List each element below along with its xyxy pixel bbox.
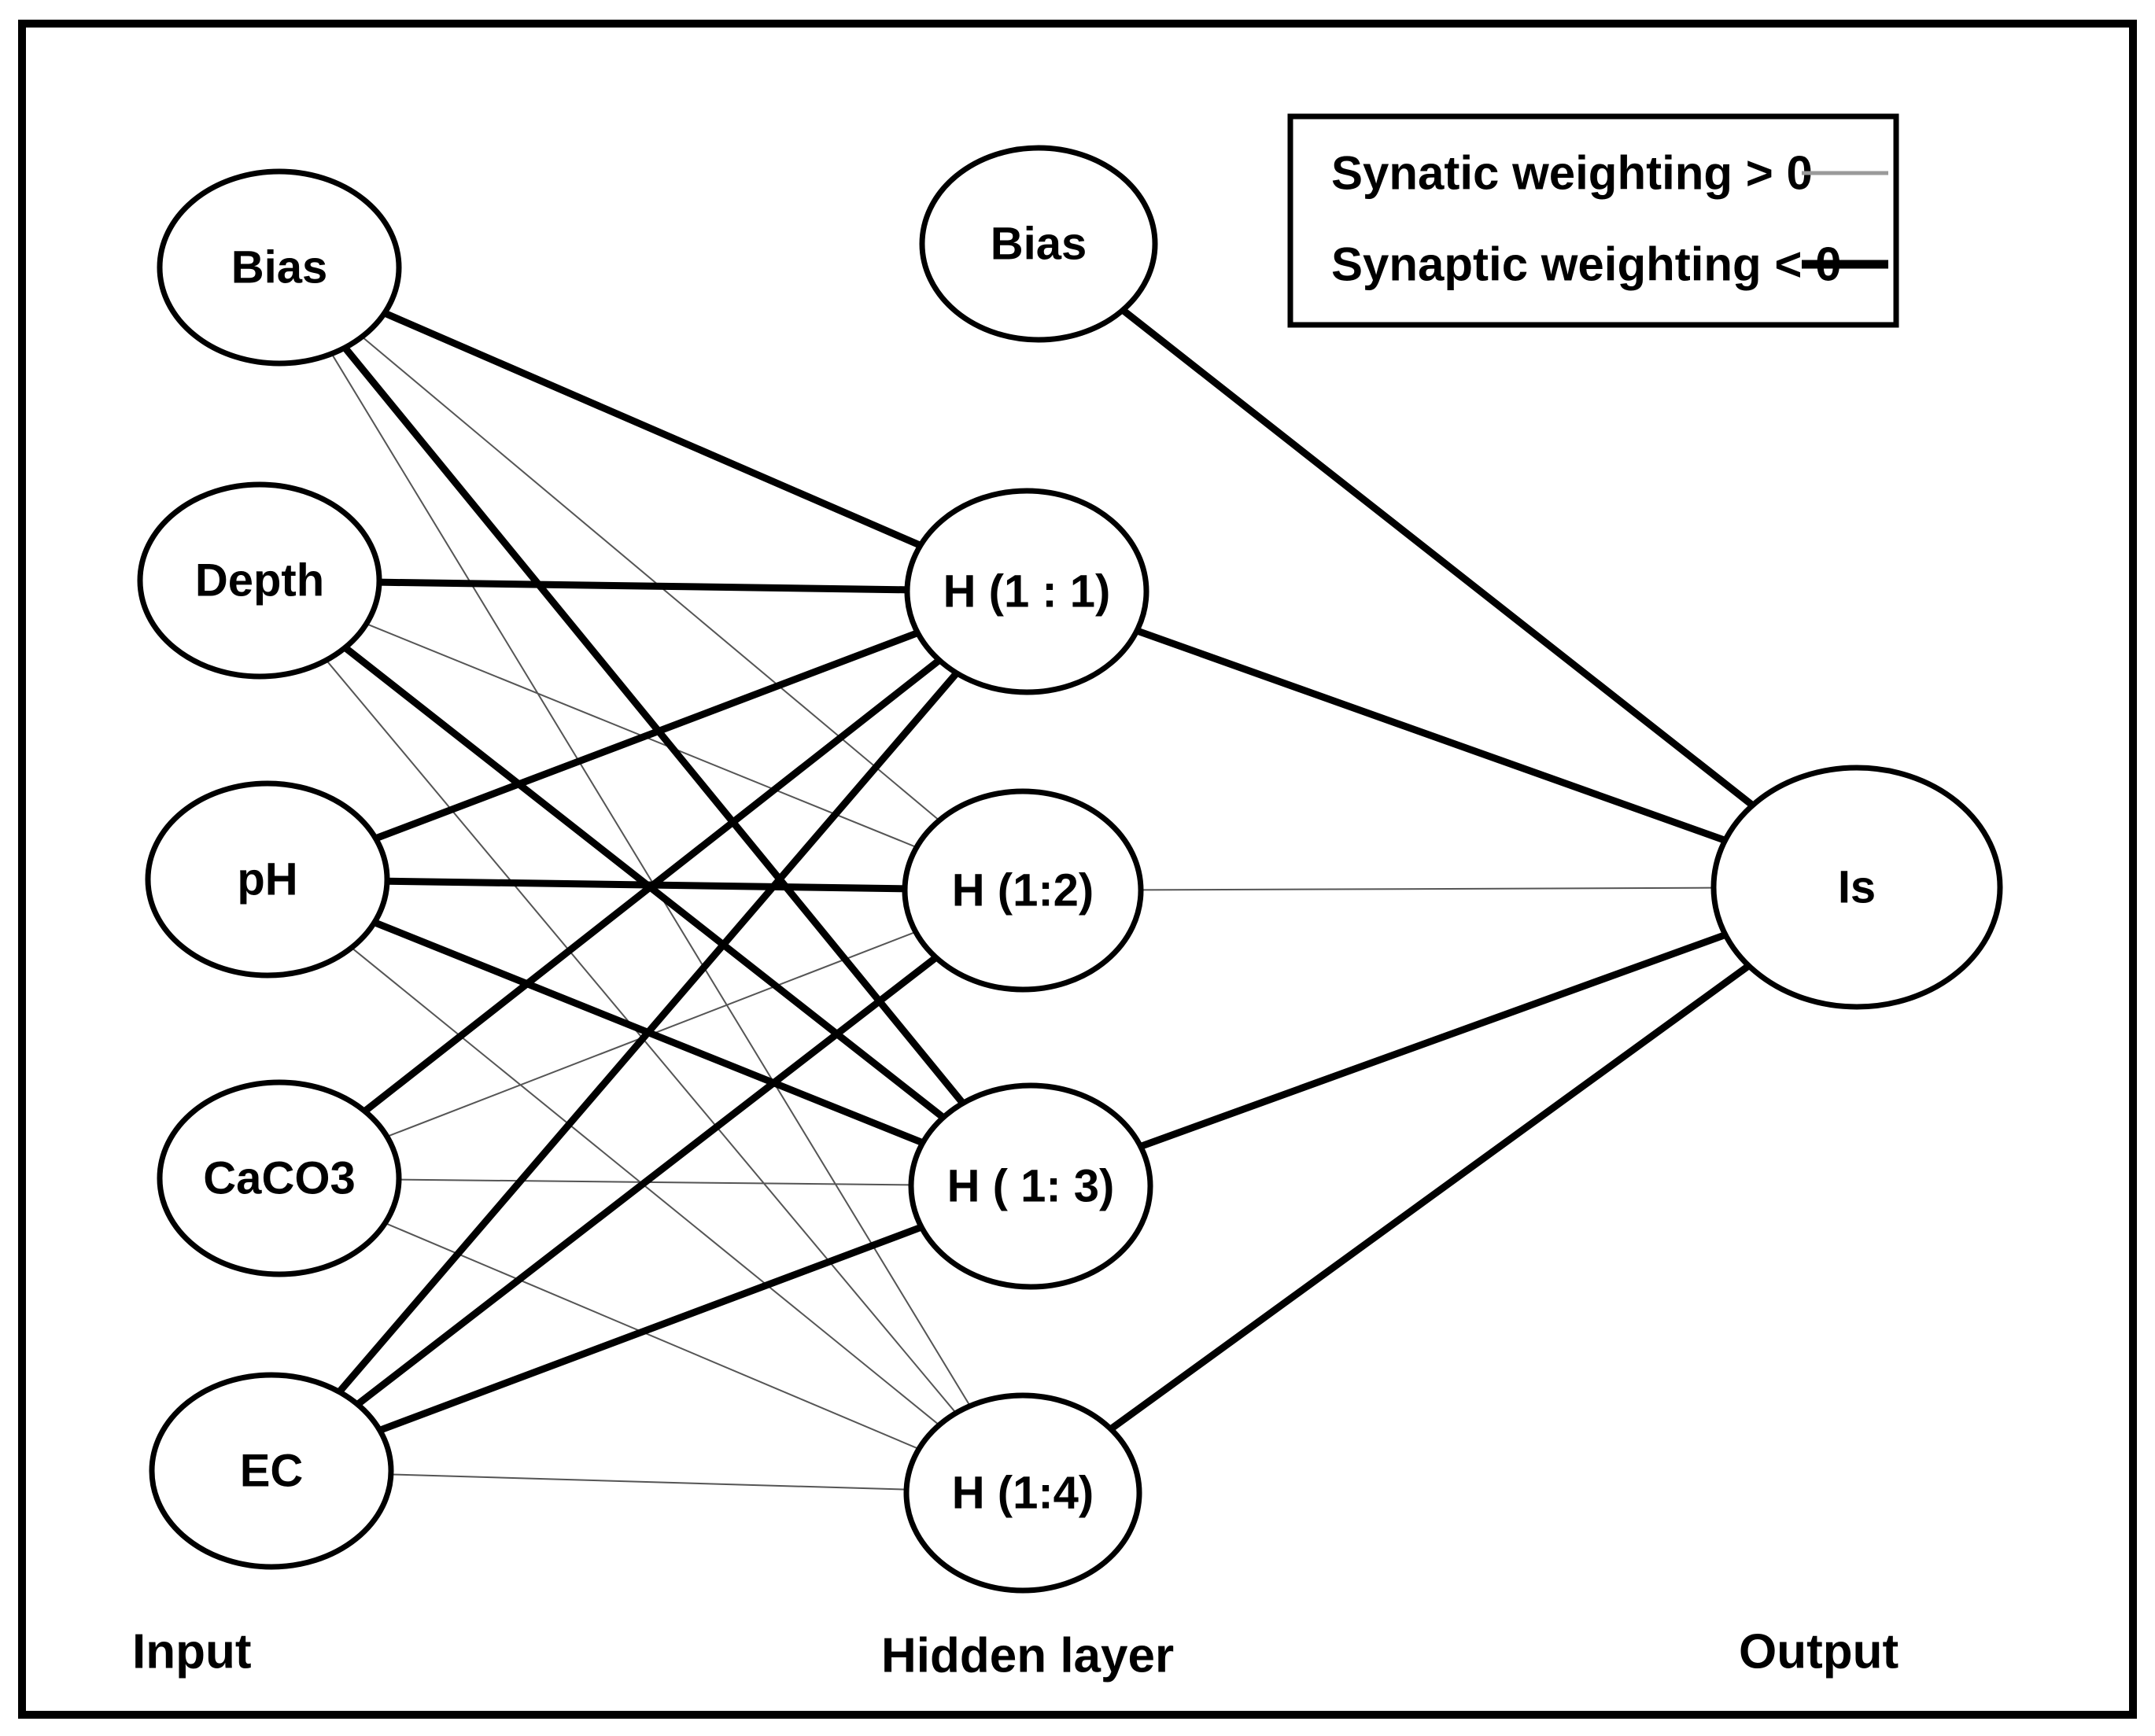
node-shape-in-bias bbox=[157, 168, 402, 367]
edge-in-bias-to-h11 bbox=[382, 309, 922, 549]
node-h14[interactable]: H (1:4) bbox=[903, 1392, 1142, 1594]
edge-in-ph-to-h11 bbox=[374, 629, 920, 842]
node-label-h14: H (1:4) bbox=[952, 1468, 1094, 1519]
node-shape-in-ph bbox=[145, 780, 390, 979]
node-shape-in-depth bbox=[137, 481, 382, 680]
node-label-h12: H (1:2) bbox=[952, 865, 1094, 916]
node-in-bias[interactable]: Bias bbox=[157, 168, 402, 367]
edge-h13-to-out-is bbox=[1139, 931, 1727, 1150]
edge-in-depth-to-h11 bbox=[378, 578, 908, 594]
node-in-ec[interactable]: EC bbox=[149, 1372, 394, 1570]
edge-in-bias-to-h14 bbox=[330, 353, 971, 1406]
node-label-h11: H (1 : 1) bbox=[943, 566, 1111, 617]
outer-frame bbox=[18, 20, 2137, 1719]
edge-in-bias-to-h12 bbox=[361, 336, 940, 821]
edge-h12-to-out-is bbox=[1140, 886, 1714, 891]
legend-label-positive: Synatic weighting > 0 bbox=[1331, 147, 1813, 200]
node-label-in-ph: pH bbox=[237, 854, 297, 905]
node-label-in-caco3: CaCO3 bbox=[203, 1153, 355, 1204]
edge-in-caco3-to-h11 bbox=[362, 657, 942, 1115]
node-label-in-depth: Depth bbox=[195, 555, 324, 606]
layer-label-hidden-layer: Hidden layer bbox=[881, 1629, 1174, 1683]
edge-h-bias-to-out-is bbox=[1120, 307, 1755, 809]
node-label-h13: H ( 1: 3) bbox=[947, 1161, 1115, 1212]
legend-box bbox=[1287, 113, 1899, 328]
node-h-bias[interactable]: Bias bbox=[919, 145, 1158, 343]
layer-label-output: Output bbox=[1739, 1625, 1899, 1679]
edge-in-ec-to-h12 bbox=[355, 954, 939, 1407]
edge-h11-to-out-is bbox=[1135, 627, 1727, 844]
node-out-is[interactable]: Is bbox=[1710, 765, 2003, 1010]
legend-group: Synatic weighting > 0 Synaptic weighting … bbox=[1287, 113, 1899, 328]
edge-in-bias-to-h13 bbox=[341, 345, 966, 1106]
node-shape-out-is bbox=[1710, 765, 2003, 1010]
node-shape-h-bias bbox=[919, 145, 1158, 343]
node-h12[interactable]: H (1:2) bbox=[902, 788, 1144, 993]
edge-in-ec-to-h14 bbox=[390, 1473, 907, 1491]
edge-in-ph-to-h12 bbox=[386, 877, 906, 893]
node-shape-h13 bbox=[908, 1082, 1153, 1290]
edges-group bbox=[325, 307, 1755, 1491]
node-in-caco3[interactable]: CaCO3 bbox=[157, 1079, 402, 1277]
node-shape-in-caco3 bbox=[157, 1079, 402, 1277]
layer-labels-group: Input Hidden layer Output bbox=[132, 1625, 1899, 1683]
edge-in-ec-to-h11 bbox=[336, 670, 960, 1395]
node-label-out-is: Is bbox=[1838, 862, 1876, 913]
node-in-depth[interactable]: Depth bbox=[137, 481, 382, 680]
layer-label-input: Input bbox=[132, 1625, 252, 1679]
node-h11[interactable]: H (1 : 1) bbox=[904, 488, 1149, 695]
edge-in-ec-to-h13 bbox=[378, 1223, 923, 1434]
node-shape-h11 bbox=[904, 488, 1149, 695]
node-shape-in-ec bbox=[149, 1372, 394, 1570]
node-shape-h14 bbox=[903, 1392, 1142, 1594]
edge-in-caco3-to-h14 bbox=[385, 1222, 920, 1450]
node-label-in-ec: EC bbox=[240, 1446, 304, 1497]
node-shape-h12 bbox=[902, 788, 1144, 993]
edge-in-caco3-to-h13 bbox=[398, 1178, 912, 1186]
node-in-ph[interactable]: pH bbox=[145, 780, 390, 979]
node-label-h-bias: Bias bbox=[991, 219, 1087, 270]
edge-h14-to-out-is bbox=[1109, 963, 1751, 1432]
node-h13[interactable]: H ( 1: 3) bbox=[908, 1082, 1153, 1290]
legend-label-negative: Synaptic weighting < 0 bbox=[1331, 238, 1841, 291]
node-label-in-bias: Bias bbox=[231, 242, 328, 293]
